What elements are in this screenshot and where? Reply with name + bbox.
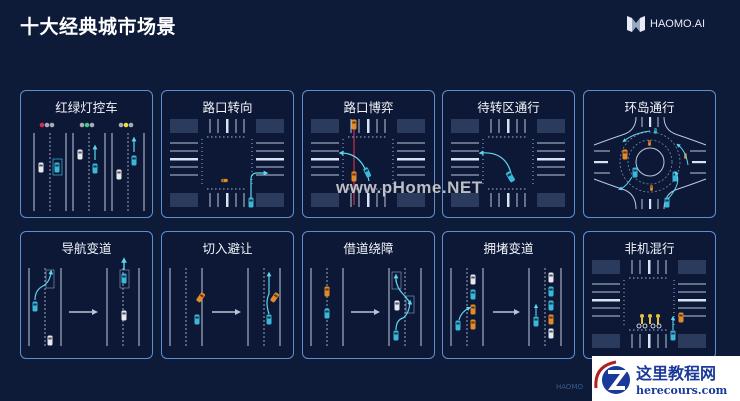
scenario-card-borrow-lane[interactable]: 借道绕障 — [302, 231, 435, 359]
scenario-card-cut-in-yield[interactable]: 切入避让 — [161, 231, 294, 359]
intersection-game-illustration — [310, 118, 426, 208]
traffic-light-icon — [39, 122, 134, 128]
scenario-card-intersection-turn[interactable]: 路口转向 — [161, 90, 294, 218]
traffic-light-illustration — [33, 122, 145, 212]
card-title: 拥堵变道 — [483, 241, 534, 256]
roundabout-illustration — [593, 116, 707, 210]
scenario-card-mixed-traffic[interactable]: 非机混行 — [583, 231, 716, 359]
footer-logo: HAOMO — [556, 383, 583, 391]
mixed-traffic-illustration — [591, 259, 707, 349]
site-name: 这里教程网 — [636, 364, 717, 383]
logo-text: HAOMO.AI — [650, 18, 706, 30]
scenario-card-waiting-zone[interactable]: 待转区通行 — [442, 90, 575, 218]
card-title: 路口转向 — [202, 100, 253, 115]
herecours-watermark: 这里教程网 herecours.com — [592, 356, 740, 401]
pedestrian-icon — [640, 314, 660, 324]
card-title: 导航变道 — [61, 241, 112, 256]
card-title: 借道绕障 — [343, 241, 394, 256]
z-logo-icon — [594, 360, 630, 394]
card-title: 路口博弈 — [343, 100, 394, 115]
scenario-card-roundabout[interactable]: 环岛通行 — [583, 90, 716, 218]
card-title: 环岛通行 — [624, 100, 675, 115]
scenario-card-congestion-lane-change[interactable]: 拥堵变道 — [442, 231, 575, 359]
waiting-zone-illustration — [450, 118, 566, 208]
card-title: 非机混行 — [624, 241, 675, 256]
borrow-lane-illustration — [310, 267, 422, 347]
intersection-turn-illustration — [169, 118, 285, 208]
congestion-lane-change-illustration — [450, 267, 562, 347]
scenario-card-navigation-lane-change[interactable]: 导航变道 — [20, 231, 153, 359]
haomo-logo: HAOMO.AI — [627, 16, 705, 32]
scenario-card-traffic-light[interactable]: 红绿灯控车 — [20, 90, 153, 218]
site-url: herecours.com — [636, 384, 728, 397]
haomo-logo-icon — [627, 16, 645, 32]
card-title: 红绿灯控车 — [55, 100, 118, 115]
page-title: 十大经典城市场景 — [20, 16, 177, 38]
cut-in-yield-illustration — [169, 267, 281, 347]
card-title: 切入避让 — [202, 241, 253, 256]
scenario-card-intersection-game[interactable]: 路口博弈 — [302, 90, 435, 218]
phome-watermark: www.pHome.NET — [336, 178, 483, 197]
navigation-lane-change-illustration — [28, 257, 140, 347]
bicycle-icon — [636, 323, 662, 329]
card-title: 待转区通行 — [477, 100, 540, 115]
